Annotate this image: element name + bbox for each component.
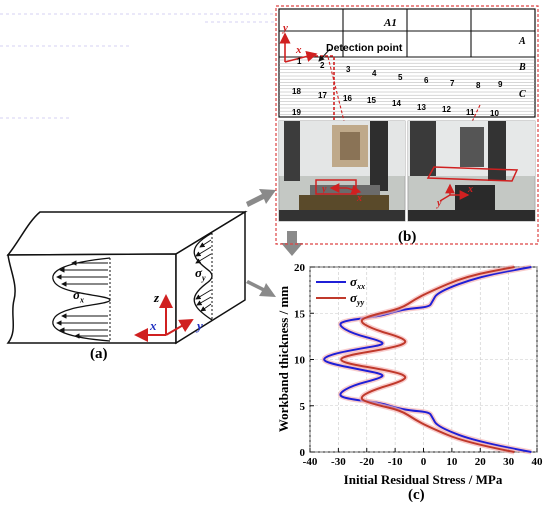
sigma-x-label: σx xyxy=(73,287,85,305)
y-tick-label: 10 xyxy=(294,355,306,367)
side-stress-arrows xyxy=(195,239,212,312)
grid-x-arrow xyxy=(284,50,318,63)
detection-point-8: 8 xyxy=(476,81,481,90)
x-tick-label: 20 xyxy=(475,456,487,468)
panel-a-letter: (a) xyxy=(90,346,108,362)
detection-point-10: 10 xyxy=(490,109,499,118)
photo2-y-tag: y xyxy=(436,198,442,209)
detection-pointer xyxy=(318,48,331,62)
detection-point-7: 7 xyxy=(450,79,455,88)
workpiece-block xyxy=(6,210,248,345)
y-tick-label: 5 xyxy=(300,401,306,413)
detection-point-6: 6 xyxy=(424,76,429,85)
y-tick-label: 20 xyxy=(294,262,306,274)
detection-point-15: 15 xyxy=(367,96,376,105)
detection-point-18: 18 xyxy=(292,87,301,96)
detection-point-17: 17 xyxy=(318,91,327,100)
x-tick-label: -10 xyxy=(388,456,403,468)
detection-point-label: Detection point xyxy=(326,42,403,54)
photo-left: y x xyxy=(278,120,406,222)
detection-point-2: 2 xyxy=(320,61,325,70)
x-tick-label: -30 xyxy=(331,456,346,468)
photo-right: y x xyxy=(407,120,536,222)
x-tick-label: 40 xyxy=(532,456,544,468)
row-label-a1: A1 xyxy=(383,17,397,29)
x-tick-label: 30 xyxy=(503,456,515,468)
detection-point-9: 9 xyxy=(498,80,503,89)
detection-point-11: 11 xyxy=(466,108,475,117)
detection-point-16: 16 xyxy=(343,94,352,103)
block-front-face xyxy=(6,253,177,344)
photo1-x-tag: x xyxy=(356,193,362,204)
axis-y-label: y xyxy=(197,318,203,333)
series-line-0 xyxy=(323,266,532,453)
detection-point-14: 14 xyxy=(392,99,401,108)
x-tick-label: 0 xyxy=(421,456,427,468)
detection-point-4: 4 xyxy=(372,69,377,78)
detection-point-3: 3 xyxy=(346,65,351,74)
series-line-1 xyxy=(340,266,515,453)
side-stress-curve xyxy=(193,232,213,321)
flow-arrow-to-c xyxy=(246,280,276,297)
y-axis-arrow xyxy=(165,319,194,336)
row-label-c: C xyxy=(519,89,526,100)
x-tick-label: -20 xyxy=(359,456,374,468)
detection-point-19: 19 xyxy=(292,108,301,117)
x-tick-label: -40 xyxy=(303,456,318,468)
grid-y-tag: y xyxy=(281,22,288,34)
panel-b-letter: (b) xyxy=(398,229,417,245)
panel-c-letter: (c) xyxy=(408,487,425,503)
detection-point-1: 1 xyxy=(297,57,302,66)
background-dashed-lines xyxy=(0,13,275,119)
x-tick-label: 10 xyxy=(446,456,458,468)
detection-point-12: 12 xyxy=(442,105,451,114)
block-top-face xyxy=(6,211,248,256)
y-tick-label: 0 xyxy=(300,447,306,459)
photo1-y-tag: y xyxy=(321,184,327,195)
flow-arrow-to-b xyxy=(246,189,276,207)
chart-y-axis-label: Workband thickness / mm xyxy=(276,286,291,432)
photo2-x-tag: x xyxy=(467,184,473,195)
detection-point-5: 5 xyxy=(398,73,403,82)
y-tick-label: 15 xyxy=(294,308,306,320)
front-stress-arrows xyxy=(56,260,108,339)
detection-point-13: 13 xyxy=(417,103,426,112)
coordinate-axes xyxy=(134,294,194,342)
row-label-a: A xyxy=(518,36,526,47)
row-label-b: B xyxy=(518,62,526,73)
chart-x-axis-label: Initial Residual Stress / MPa xyxy=(344,472,503,487)
axis-x-label: x xyxy=(150,318,157,333)
axis-z-label: z xyxy=(154,290,160,305)
block-right-face xyxy=(175,210,246,345)
grid-x-tag: x xyxy=(295,44,302,56)
sigma-y-label: σy xyxy=(195,265,206,283)
front-stress-curve xyxy=(52,257,111,342)
